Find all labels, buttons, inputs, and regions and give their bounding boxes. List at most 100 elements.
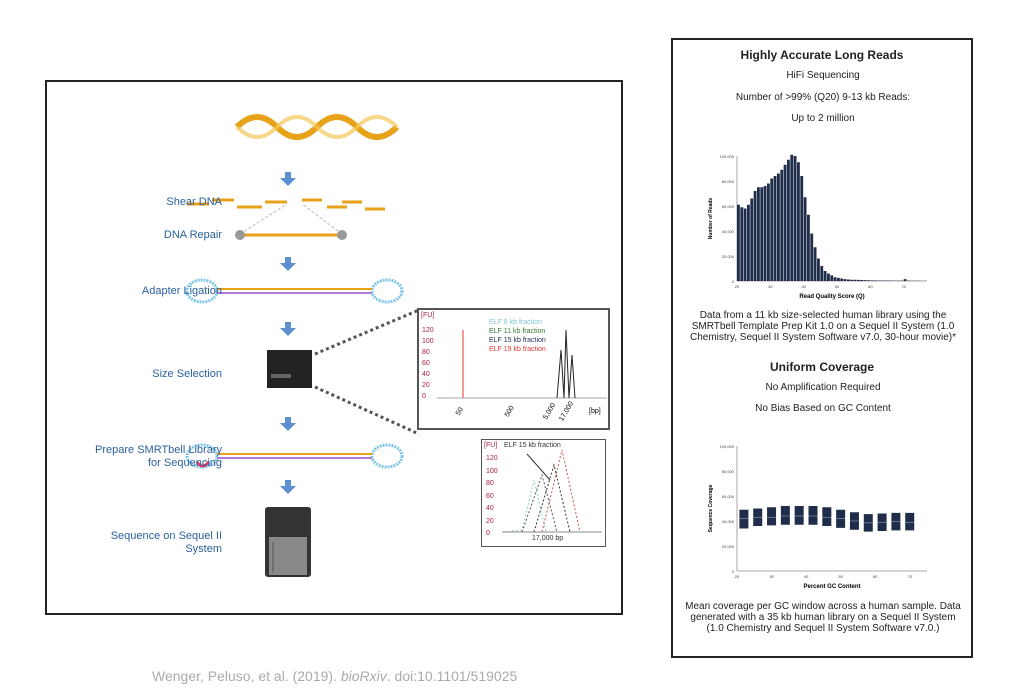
- workflow-figure: Shear DNA DNA Repair Adapter Ligation Si…: [45, 80, 623, 684]
- histogram-bar: [737, 204, 740, 281]
- histogram-bar: [827, 273, 830, 281]
- histogram-bar: [813, 247, 817, 281]
- x-tick-label: 20: [735, 574, 740, 579]
- histogram-bar: [880, 280, 884, 281]
- histogram-bar: [837, 277, 840, 281]
- histogram-bar: [767, 183, 770, 281]
- histogram-bar: [873, 280, 877, 281]
- y-tick-label: 80,000: [722, 179, 735, 184]
- histogram-bar: [810, 233, 814, 281]
- histogram-bar: [807, 214, 810, 281]
- coverage-box: [794, 506, 804, 525]
- histogram-bar: [847, 279, 850, 281]
- x-tick-label: 70: [908, 574, 913, 579]
- coverage-box: [767, 507, 777, 526]
- histogram-bar: [843, 279, 847, 281]
- annotation: ELF 15 kb fraction: [504, 442, 561, 449]
- histogram-bar: [867, 280, 870, 281]
- histogram-bar: [803, 197, 807, 281]
- panel-title: Highly Accurate Long Reads: [740, 48, 904, 62]
- histogram-bar: [757, 187, 760, 281]
- y-axis-label: [FU]: [421, 312, 435, 319]
- histogram-bar: [823, 271, 827, 281]
- smrtbell-library: [185, 443, 404, 469]
- section-title-uniform-coverage: Uniform Coverage: [769, 360, 875, 374]
- dna-repair-fragment: [235, 203, 347, 240]
- histogram-bar: [793, 156, 797, 281]
- coverage-box: [780, 506, 790, 525]
- y-tick-label: 100,000: [720, 444, 735, 449]
- histogram-bar: [797, 162, 800, 281]
- histogram-bar: [830, 275, 834, 281]
- panel-subtitle: HiFi Sequencing: [786, 70, 860, 81]
- histogram-bar: [777, 173, 780, 281]
- histogram-bar: [903, 279, 907, 281]
- histogram-bar: [753, 191, 757, 281]
- sheared-fragments: [187, 198, 385, 211]
- blue-pippin-instrument: [267, 350, 312, 388]
- y-tick-label: 0: [732, 279, 735, 284]
- step-sequence: Sequence on Sequel II System: [110, 530, 222, 555]
- no-gc-bias-text: No Bias Based on GC Content: [755, 403, 891, 414]
- histogram-bar: [760, 187, 764, 281]
- x-tick-label: 40: [801, 284, 806, 289]
- citation: Wenger, Peluso, et al. (2019). bioRxiv. …: [152, 668, 518, 684]
- coverage-caption: Mean coverage per GC window across a hum…: [685, 601, 961, 634]
- histogram-bar: [787, 159, 790, 281]
- step-size-selection: Size Selection: [152, 368, 222, 380]
- sequel-ii-instrument-icon: [265, 507, 311, 577]
- x-label: 17,000 bp: [532, 535, 564, 542]
- step-shear-dna: Shear DNA: [166, 196, 222, 208]
- histogram-bar: [870, 280, 874, 281]
- histogram-bar: [763, 186, 767, 281]
- x-tick-label: 60: [873, 574, 878, 579]
- x-tick-label: 70: [901, 284, 906, 289]
- step-dna-repair: DNA Repair: [163, 229, 222, 241]
- trace-plot: [437, 329, 607, 399]
- histogram-bar: [877, 280, 880, 281]
- metric-value: Up to 2 million: [791, 113, 855, 124]
- y-tick-label: 100,000: [720, 154, 735, 159]
- dna-helix-icon: [234, 114, 400, 140]
- histogram-bar: [790, 154, 794, 281]
- histogram-bar: [860, 280, 864, 281]
- histogram-bar: [783, 164, 787, 281]
- histogram-bar: [887, 280, 890, 281]
- coverage-box: [739, 509, 749, 529]
- histogram-bar: [820, 266, 824, 281]
- histogram-bar: [853, 279, 857, 281]
- histogram-bar: [863, 280, 867, 281]
- x-tick-label: 50: [838, 574, 843, 579]
- metric-label: Number of >99% (Q20) 9-13 kb Reads:: [735, 92, 911, 103]
- histogram-bar: [780, 169, 784, 281]
- histogram-caption: Data from a 11 kb size-selected human li…: [689, 310, 957, 343]
- x-tick-label: 20: [735, 284, 740, 289]
- y-tick-label: 60,000: [722, 494, 735, 499]
- step-adapter-ligation: Adapter Ligation: [141, 285, 222, 297]
- coverage-box: [808, 506, 818, 525]
- x-tick-label: 40: [804, 574, 809, 579]
- histogram-bar: [773, 176, 777, 281]
- histogram-bar: [857, 279, 860, 281]
- y-axis-label: [FU]: [484, 442, 498, 449]
- x-tick-label: 30: [769, 574, 774, 579]
- x-tick-label: 30: [768, 284, 773, 289]
- histogram-bar: [850, 279, 854, 281]
- down-arrow-icons: [280, 172, 296, 494]
- trace-plot: [502, 449, 602, 533]
- y-tick-label: 40,000: [722, 229, 735, 234]
- histogram-bar: [800, 176, 804, 281]
- histogram-bar: [743, 208, 747, 281]
- step-prepare-library: Prepare SMRTbell Library for Sequencing: [95, 444, 222, 469]
- y-tick-label: 60,000: [722, 204, 735, 209]
- adapter-ligated-molecule: [185, 278, 404, 304]
- y-axis-title: Sequence Coverage: [708, 484, 714, 532]
- y-tick-label: 80,000: [722, 469, 735, 474]
- histogram-bar: [740, 207, 744, 281]
- histogram-bar: [817, 258, 820, 281]
